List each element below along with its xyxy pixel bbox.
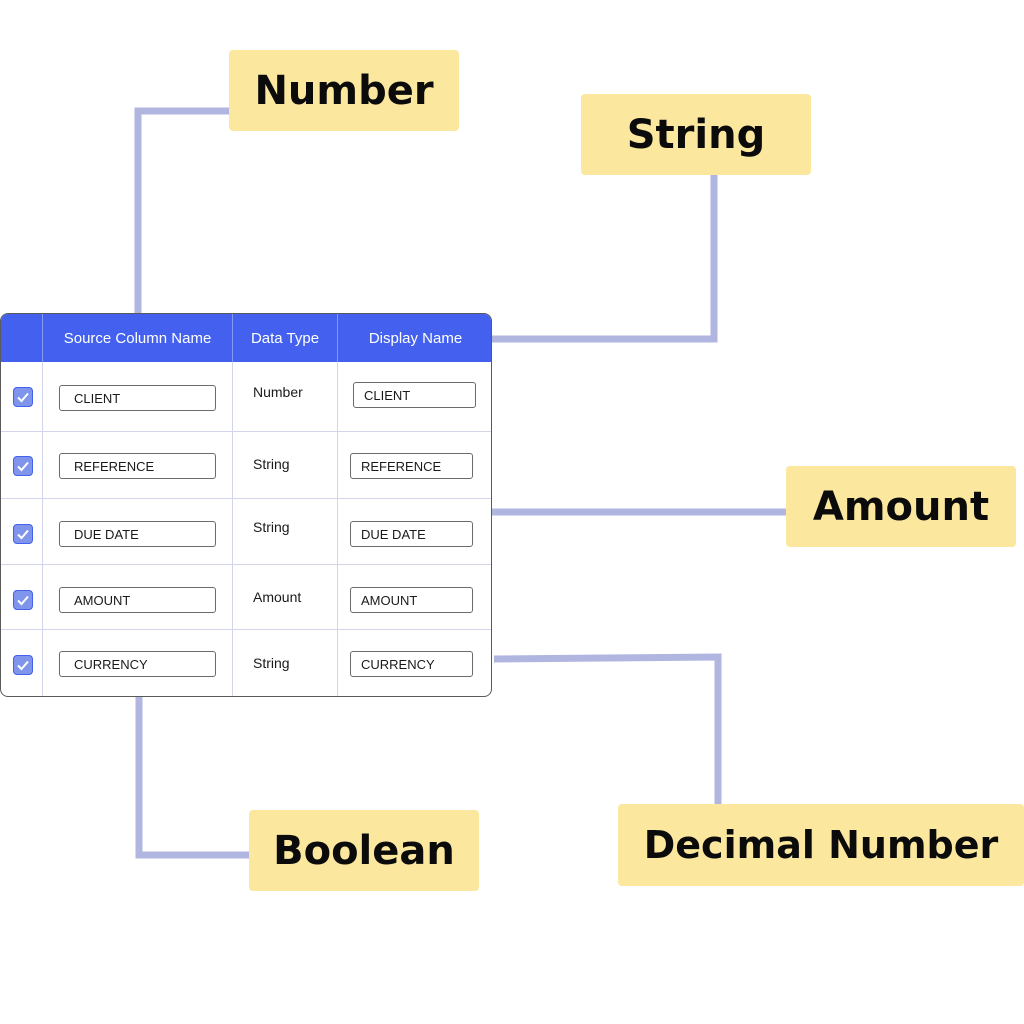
column-divider — [337, 362, 338, 696]
source-column-input[interactable]: CLIENT — [59, 385, 216, 411]
header-source-column-name: Source Column Name — [42, 314, 232, 362]
decimal-number-label: Decimal Number — [618, 804, 1024, 886]
table-row: REFERENCE String REFERENCE — [1, 431, 491, 498]
header-checkbox-column — [1, 314, 42, 362]
connector-decimal — [493, 653, 722, 804]
data-type-value: String — [253, 655, 290, 671]
data-type-value: Amount — [253, 589, 302, 605]
display-name-input[interactable]: CLIENT — [353, 382, 476, 408]
row-checkbox[interactable] — [13, 456, 33, 476]
table-row: CLIENT Number CLIENT — [1, 362, 491, 431]
connector-string — [492, 175, 718, 343]
check-icon — [17, 595, 29, 606]
connector-number — [134, 107, 229, 313]
header-display-name: Display Name — [337, 314, 491, 362]
check-icon — [17, 392, 29, 403]
source-column-input[interactable]: REFERENCE — [59, 453, 216, 479]
string-label: String — [581, 94, 811, 175]
boolean-label: Boolean — [249, 810, 479, 891]
display-name-input[interactable]: CURRENCY — [350, 651, 473, 677]
row-checkbox[interactable] — [13, 387, 33, 407]
display-name-input[interactable]: DUE DATE — [350, 521, 473, 547]
display-name-input[interactable]: AMOUNT — [350, 587, 473, 613]
data-type-value: String — [253, 456, 290, 472]
connector-boolean — [135, 697, 249, 859]
column-divider — [232, 362, 233, 696]
column-divider — [42, 362, 43, 696]
source-column-input[interactable]: AMOUNT — [59, 587, 216, 613]
row-checkbox[interactable] — [13, 524, 33, 544]
source-column-input[interactable]: CURRENCY — [59, 651, 216, 677]
check-icon — [17, 461, 29, 472]
amount-label: Amount — [786, 466, 1016, 547]
data-type-value: String — [253, 519, 290, 535]
header-data-type: Data Type — [232, 314, 337, 362]
table-row: AMOUNT Amount AMOUNT — [1, 564, 491, 629]
source-column-input[interactable]: DUE DATE — [59, 521, 216, 547]
row-checkbox[interactable] — [13, 655, 33, 675]
number-label: Number — [229, 50, 459, 131]
data-type-value: Number — [253, 384, 303, 400]
check-icon — [17, 529, 29, 540]
table-header: Source Column Name Data Type Display Nam… — [1, 314, 491, 362]
row-checkbox[interactable] — [13, 590, 33, 610]
column-mapping-table: Source Column Name Data Type Display Nam… — [0, 313, 492, 697]
table-row: CURRENCY String CURRENCY — [1, 629, 491, 696]
table-row: DUE DATE String DUE DATE — [1, 498, 491, 564]
display-name-input[interactable]: REFERENCE — [350, 453, 473, 479]
check-icon — [17, 660, 29, 671]
